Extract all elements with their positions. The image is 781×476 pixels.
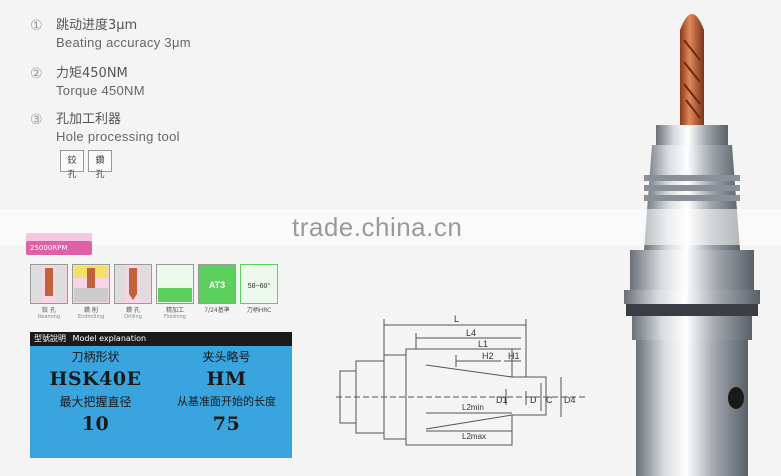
- feature-cn: 跳动进度3μm: [56, 18, 138, 33]
- feature-3: ③ 孔加工利器 Hole processing tool: [30, 112, 180, 145]
- watermark-text: trade.china.cn: [292, 212, 463, 242]
- dim-C: C: [546, 395, 553, 405]
- dim-L1: L1: [478, 339, 488, 349]
- dim-L: L: [454, 314, 459, 324]
- icon-caption-cn: 精加工: [165, 307, 184, 314]
- feature-number: ②: [30, 66, 43, 82]
- diameter-label: 最大把握直径: [59, 395, 132, 409]
- feature-cn: 孔加工利器: [56, 112, 122, 127]
- dim-L2min: L2min: [462, 403, 484, 412]
- hrc-hardness-icon: 58~60°: [240, 264, 278, 304]
- icon-caption-cn: 刀柄HRC: [246, 307, 272, 314]
- dim-H1: H1: [508, 351, 520, 361]
- dim-H2: H2: [482, 351, 494, 361]
- length-value: 75: [212, 413, 241, 435]
- icon-caption-en: Endmilling: [77, 314, 105, 320]
- feature-number: ③: [30, 112, 43, 128]
- model-explanation-panel: 型號說明 Model explanation 刀柄形状 夹头略号 HSK40E …: [30, 332, 292, 458]
- chuck-label: 夹头略号: [202, 350, 251, 364]
- finishing-icon: [156, 264, 194, 304]
- feature-cn: 力矩450NM: [56, 66, 128, 81]
- tag-reaming: 鉸孔: [60, 150, 84, 180]
- technical-drawing: L L4 L1 H2 H1 D1 D C D4 L2min L2max: [336, 314, 586, 446]
- icon-caption-en: Drilling: [124, 314, 142, 320]
- model-header-cn: 型號說明: [34, 334, 66, 343]
- feature-en: Beating accuracy 3μm: [56, 35, 191, 50]
- icon-caption-en: Reaming: [38, 314, 60, 320]
- icon-caption-en: Finishing: [164, 314, 186, 320]
- icon-caption-cn: 鉸 孔: [42, 307, 56, 314]
- dim-D: D: [530, 395, 537, 405]
- model-panel-header: 型號說明 Model explanation: [30, 332, 292, 346]
- dim-D1: D1: [496, 395, 508, 405]
- hrc-badge: 58~60°: [248, 282, 271, 290]
- icon-caption-cn: 鑽 削: [84, 307, 98, 314]
- diameter-value: 10: [81, 413, 110, 435]
- dim-D4: D4: [564, 395, 576, 405]
- process-tags: 鉸孔 鑽孔: [60, 150, 112, 180]
- feature-2: ② 力矩450NM Torque 450NM: [30, 66, 145, 99]
- tool-holder-image: [624, 14, 760, 476]
- feature-en: Hole processing tool: [56, 129, 180, 144]
- feature-1: ① 跳动进度3μm Beating accuracy 3μm: [30, 18, 191, 51]
- feature-number: ①: [30, 18, 43, 34]
- icon-caption-cn: 7/24基準: [204, 307, 230, 314]
- chuck-value: HM: [206, 368, 247, 390]
- endmilling-icon: [72, 264, 110, 304]
- at3-badge: AT3: [209, 280, 225, 290]
- drilling-icon: [114, 264, 152, 304]
- process-icons: AT3 58~60°: [30, 264, 278, 304]
- shank-label: 刀柄形状: [71, 350, 120, 364]
- reaming-icon: [30, 264, 68, 304]
- feature-en: Torque 450NM: [56, 83, 145, 98]
- watermark-band: [0, 209, 781, 245]
- icon-caption-cn: 鑽 孔: [126, 307, 140, 314]
- length-label: 从基准面开始的长度: [177, 395, 276, 408]
- dim-L2max: L2max: [462, 432, 486, 441]
- tag-drilling: 鑽孔: [88, 150, 112, 180]
- model-header-en: Model explanation: [72, 334, 147, 343]
- shank-value: HSK40E: [49, 368, 142, 390]
- at3-standard-icon: AT3: [198, 264, 236, 304]
- dim-L4: L4: [466, 328, 476, 338]
- rpm-badge: 25000RPM: [26, 233, 92, 255]
